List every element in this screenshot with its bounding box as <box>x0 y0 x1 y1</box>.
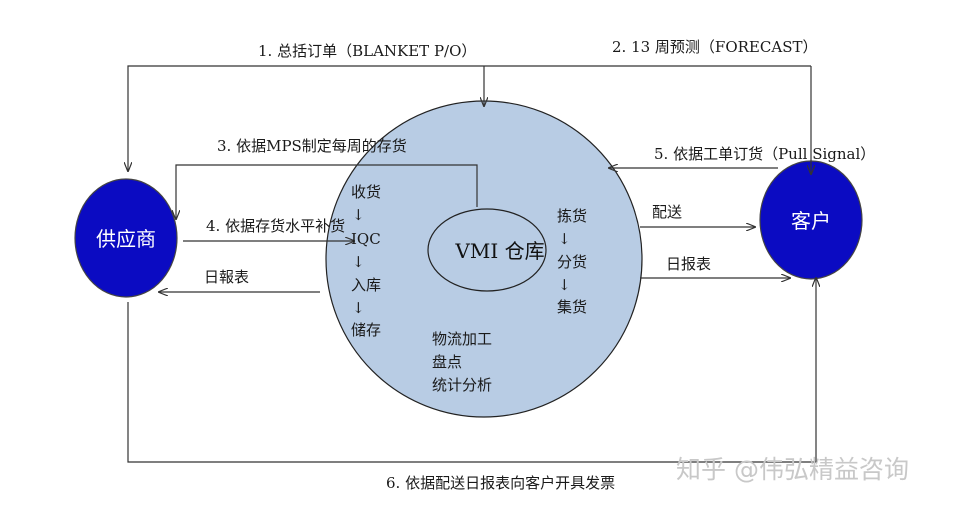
forecast-label: 2. 13 周预测（FORECAST） <box>612 38 817 56</box>
delivery-label: 配送 <box>652 203 682 221</box>
daily-report-right-label: 日报表 <box>666 255 711 273</box>
invoice-label: 6. 依据配送日报表向客户开具发票 <box>386 474 615 492</box>
outbound-step: 分货 <box>557 253 587 271</box>
outbound-step: 拣货 <box>557 207 587 225</box>
supplier-label: 供应商 <box>96 227 156 251</box>
inbound-step: 储存 <box>351 321 381 339</box>
watermark-text: 知乎 @伟弘精益咨询 <box>676 455 909 484</box>
flow-invoice <box>127 278 816 463</box>
pull-signal-label: 5. 依据工单订货（Pull Signal） <box>654 145 875 163</box>
activity-item: 物流加工 <box>432 330 492 348</box>
mps-label: 3. 依据MPS制定每周的存货 <box>217 137 407 155</box>
flow-mps <box>176 164 478 219</box>
inbound-arrow: ↓ <box>352 206 365 224</box>
activity-item: 盘点 <box>432 353 462 371</box>
inbound-arrow: ↓ <box>352 253 365 271</box>
customer-label: 客户 <box>791 209 831 233</box>
blanket-po-label: 1. 总括订单（BLANKET P/O） <box>258 42 476 60</box>
inbound-step: 入库 <box>351 276 381 294</box>
outbound-arrow: ↓ <box>558 276 571 294</box>
inbound-step: IQC <box>351 230 381 248</box>
inbound-arrow: ↓ <box>352 299 365 317</box>
daily-report-left-label: 日報表 <box>204 268 249 286</box>
outbound-step: 集货 <box>557 298 587 316</box>
replenish-label: 4. 依据存货水平补货 <box>206 217 345 235</box>
inbound-step: 收货 <box>351 183 381 201</box>
flow-blanket-po <box>128 65 811 171</box>
vmi-core-ellipse <box>427 208 547 292</box>
outbound-arrow: ↓ <box>558 230 571 248</box>
activity-item: 统计分析 <box>432 376 492 394</box>
supplier-node <box>74 178 178 298</box>
vmi-label: VMI 仓库 <box>454 239 544 263</box>
